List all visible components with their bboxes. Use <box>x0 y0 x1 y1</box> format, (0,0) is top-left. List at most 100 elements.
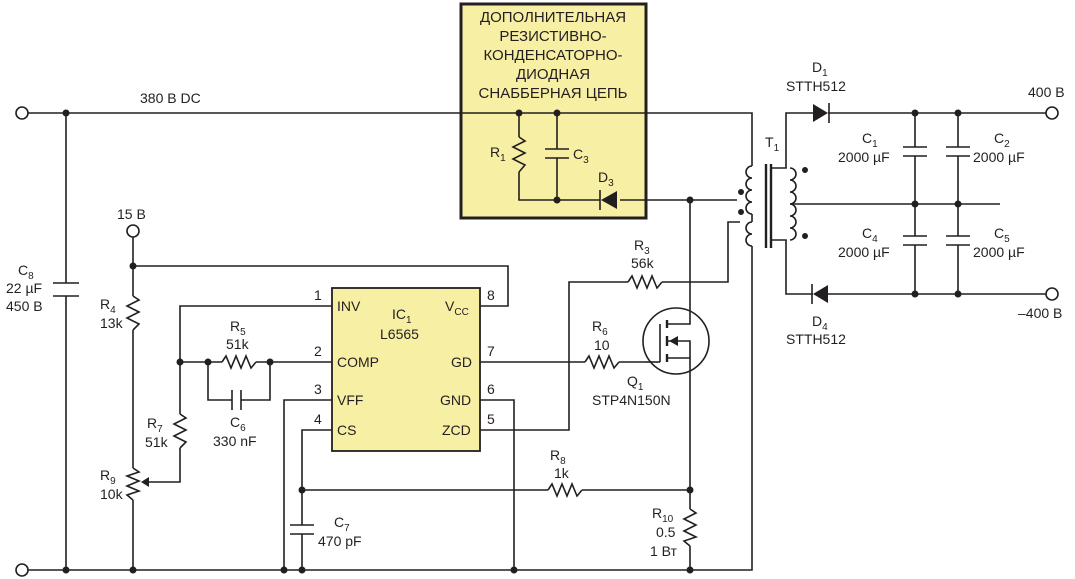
wire-inv-r7-r9 <box>144 305 332 483</box>
label-c7-value: 470 pF <box>318 533 362 549</box>
capacitor-c3 <box>545 148 569 159</box>
input-terminal-ground <box>15 563 29 577</box>
label-c4-value: 2000 µF <box>838 244 890 260</box>
label-d3: D3 <box>598 169 614 189</box>
label-r4-value: 13k <box>100 315 124 331</box>
label-c2-value: 2000 µF <box>973 149 1025 165</box>
wire-d4-out <box>770 239 1047 295</box>
label-out-pos: 400 В <box>1028 84 1065 100</box>
wire-r3-zcd <box>480 281 628 431</box>
capacitor-c5 <box>946 235 970 246</box>
label-d4: D4 <box>812 313 828 333</box>
resistor-r6 <box>584 353 620 371</box>
label-d4-part: STTH512 <box>786 331 846 347</box>
ic-l6565-body <box>331 287 481 452</box>
label-r4: R4 <box>100 296 116 316</box>
label-c6: C6 <box>230 414 246 434</box>
label-c8: C8 <box>18 262 34 282</box>
pin-number-7: 7 <box>487 343 495 359</box>
label-d1-part: STTH512 <box>786 78 846 94</box>
capacitor-c4 <box>903 235 927 246</box>
capacitor-c7 <box>290 524 314 535</box>
wire-vff <box>283 399 332 570</box>
output-terminal-minus-400v <box>1045 287 1059 301</box>
pin-label-gd: GD <box>451 354 472 370</box>
diode-d4 <box>811 284 828 304</box>
potentiometer-r9 <box>124 467 149 501</box>
pin-number-6: 6 <box>487 381 495 397</box>
label-r6-value: 10 <box>594 337 610 353</box>
pin-label-comp: COMP <box>337 354 379 370</box>
transformer-t1 <box>738 164 808 248</box>
capacitor-c1 <box>903 146 927 157</box>
pin-number-8: 8 <box>487 287 495 303</box>
resistor-r3 <box>627 273 663 291</box>
mosfet-q1 <box>642 307 710 375</box>
snubber-title-line-4: ДИОДНАЯ <box>516 66 590 83</box>
label-c1-value: 2000 µF <box>838 149 890 165</box>
label-q1: Q1 <box>627 373 644 393</box>
resistor-r1 <box>511 136 527 173</box>
snubber-title-line-3: КОНДЕНСАТОРНО- <box>483 47 622 64</box>
capacitor-c6 <box>231 390 242 410</box>
pin-label-cs: CS <box>337 422 356 438</box>
label-r1: R1 <box>490 144 506 164</box>
wire-aux-r3 <box>662 221 740 283</box>
label-r8: R8 <box>550 447 566 467</box>
pin-label-inv: INV <box>337 298 361 314</box>
label-c7: C7 <box>334 514 350 534</box>
snubber-box <box>459 2 648 220</box>
pin-label-gnd: GND <box>440 392 471 408</box>
label-d1: D1 <box>812 59 828 79</box>
label-ic1: IC1 <box>392 306 412 326</box>
label-c3: C3 <box>573 146 589 166</box>
pin-number-2: 2 <box>314 343 322 359</box>
snubber-title-line-1: ДОПОЛНИТЕЛЬНАЯ <box>480 9 626 26</box>
label-r5-value: 51k <box>226 336 250 352</box>
pin-label-zcd: ZCD <box>442 422 471 438</box>
resistor-r10 <box>682 508 699 547</box>
wire-15v-vcc <box>133 265 509 307</box>
wire-gnd <box>480 399 515 570</box>
label-r7: R7 <box>147 415 163 435</box>
diode-d3 <box>599 190 617 210</box>
pin-label-vcc: VCC <box>445 298 469 318</box>
label-c6-value: 330 nF <box>213 433 257 449</box>
label-out-neg: –400 В <box>1018 305 1062 321</box>
wire-380v-rail <box>28 112 753 166</box>
label-15v: 15 В <box>117 206 146 222</box>
label-r3-value: 56k <box>631 255 655 271</box>
output-terminal-400v <box>1045 106 1059 120</box>
label-r10: R10 <box>652 505 674 525</box>
diode-d1 <box>813 103 830 123</box>
label-r7-value: 51k <box>145 434 169 450</box>
capacitor-c8 <box>53 282 79 297</box>
resistor-r4 <box>125 295 141 331</box>
label-c2: C2 <box>994 130 1010 150</box>
label-input-voltage: 380 В DC <box>140 90 201 106</box>
wires <box>28 112 1047 571</box>
label-c4: C4 <box>862 225 878 245</box>
supply-terminal-15v <box>126 224 140 238</box>
label-r3: R3 <box>634 237 650 257</box>
resistor-r7 <box>172 413 188 449</box>
label-t1: T1 <box>765 134 780 154</box>
label-c5: C5 <box>994 225 1010 245</box>
label-c8-value: 22 µF <box>6 280 42 296</box>
resistor-r5 <box>221 353 257 371</box>
label-r9-value: 10k <box>100 486 124 502</box>
junction-dots <box>62 109 962 574</box>
label-ic1-part: L6565 <box>380 326 419 342</box>
label-r6: R6 <box>592 318 608 338</box>
pin-number-4: 4 <box>314 411 322 427</box>
label-c8-voltage: 450 В <box>6 298 43 314</box>
input-terminal-positive <box>15 106 29 120</box>
snubber-title-line-5: СНАББЕРНАЯ ЦЕПЬ <box>479 85 628 102</box>
pin-number-5: 5 <box>487 411 495 427</box>
resistor-r8 <box>547 481 583 499</box>
capacitor-c2 <box>946 146 970 157</box>
pin-label-vff: VFF <box>337 392 363 408</box>
wire-cs-c7 <box>301 429 332 570</box>
wire-c6 <box>207 362 271 401</box>
